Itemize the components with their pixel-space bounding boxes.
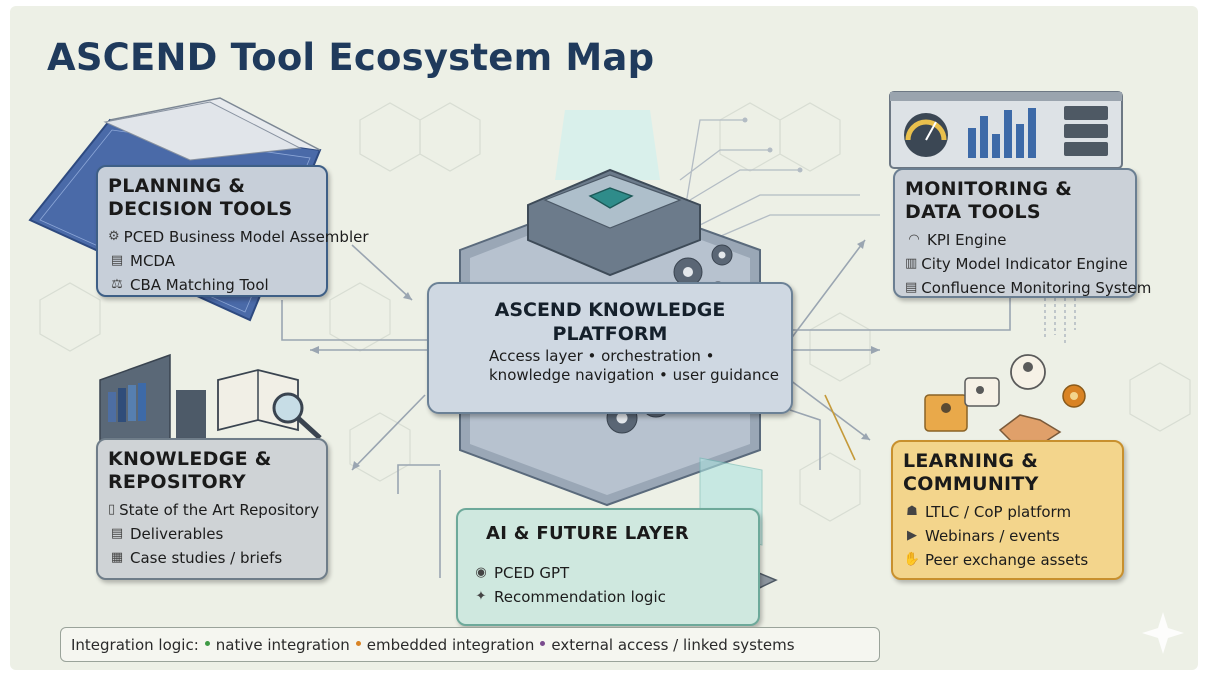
- gear-hubs-top: [683, 251, 726, 277]
- legend-item-native: native integration: [215, 635, 350, 654]
- legend-dot-native: [204, 641, 210, 646]
- planning-card-title: PLANNING & DECISION TOOLS: [108, 175, 316, 221]
- document-icon: ▤: [110, 526, 124, 541]
- legend-dot-embedded: [355, 641, 361, 646]
- knowledge-repository-card: KNOWLEDGE & REPOSITORY ▯State of the Art…: [96, 438, 328, 580]
- gauge-icon: ◠: [908, 232, 920, 247]
- circuit-nodes: [742, 117, 803, 173]
- hex-grid-pattern: [39, 102, 1191, 522]
- list-item: ◠ KPI Engine: [905, 228, 1125, 252]
- knowledge-platform-card: ASCEND KNOWLEDGE PLATFORM Access layer •…: [427, 282, 793, 414]
- list-item: ▤ MCDA: [108, 249, 316, 273]
- monitoring-tool-list: ◠ KPI Engine ▥City Model Indicator Engine…: [905, 228, 1151, 300]
- legend-item-external: external access / linked systems: [551, 635, 795, 654]
- monitoring-title-line2: DATA TOOLS: [905, 201, 1041, 223]
- planning-item-label: MCDA: [130, 252, 175, 270]
- ai-feature-list: ◉ PCED GPT ✦ Recommendation logic: [472, 561, 744, 609]
- processor-chip: [527, 110, 701, 277]
- ai-future-layer-card: AI & FUTURE LAYER ◉ PCED GPT ✦ Recommendat…: [456, 508, 760, 626]
- learning-item-label: Peer exchange assets: [925, 551, 1089, 569]
- knowledge-title-line1: KNOWLEDGE &: [108, 448, 272, 470]
- knowledge-resource-list: ▯State of the Art Repository ▤ Deliverabl…: [108, 498, 320, 570]
- monitoring-item-label: Confluence Monitoring System: [921, 279, 1152, 297]
- planning-decision-tools-card: PLANNING & DECISION TOOLS ⚙PCED Business…: [96, 165, 369, 297]
- gear-icon: ⚙: [108, 229, 120, 244]
- ai-card-title: AI & FUTURE LAYER: [486, 523, 690, 544]
- monitoring-card-title: MONITORING & DATA TOOLS: [905, 178, 1125, 224]
- platform-title-line1: ASCEND KNOWLEDGE: [494, 299, 726, 321]
- data-stream: [1044, 298, 1076, 345]
- platform-description: Access layer • orchestration • knowledge…: [489, 347, 779, 385]
- knowledge-card-title: KNOWLEDGE & REPOSITORY: [108, 448, 316, 494]
- scales-icon: ⚖: [111, 277, 123, 292]
- list-item: ✋ Peer exchange assets: [903, 548, 1112, 572]
- book-icon: ▯: [108, 502, 116, 517]
- clipboard-icon: ▦: [110, 550, 124, 565]
- monitoring-title-line1: MONITORING &: [905, 178, 1073, 200]
- learning-resource-list: ☗LTLC / CoP platform ▶Webinars / events …: [903, 500, 1112, 572]
- list-item: ☗ LTLC / CoP platform: [903, 500, 1112, 524]
- sparkle-watermark-icon: [1142, 612, 1184, 654]
- arrow-heads: [310, 240, 880, 470]
- brain-icon: ◉: [475, 565, 487, 580]
- knowledge-item-label: State of the Art Repository: [119, 501, 320, 519]
- planning-title-line1: PLANNING &: [108, 175, 246, 197]
- list-item: ▶ Webinars / events: [903, 524, 1112, 548]
- list-item: ▦ Case studies / briefs: [108, 546, 316, 570]
- list-item: ⚙PCED Business Model Assembler: [108, 225, 369, 249]
- legend-item-embedded: embedded integration: [366, 635, 535, 654]
- video-icon: ▶: [907, 528, 917, 543]
- ai-item-label: PCED GPT: [494, 564, 570, 582]
- list-item: ▤ Deliverables: [108, 522, 316, 546]
- learning-card-title: LEARNING & COMMUNITY: [903, 450, 1112, 496]
- server-icon: ▤: [905, 280, 918, 295]
- learning-title-line1: LEARNING &: [903, 450, 1039, 472]
- list-item: ▯State of the Art Repository: [108, 498, 320, 522]
- monitoring-data-tools-card: MONITORING & DATA TOOLS ◠ KPI Engine ▥Cit…: [893, 168, 1151, 300]
- knowledge-item-label: Deliverables: [130, 525, 224, 543]
- dashboard-screen-illustration: [889, 91, 1123, 169]
- chart-icon: ▤: [110, 253, 124, 268]
- planning-item-label: CBA Matching Tool: [130, 276, 269, 294]
- monitoring-item-label: KPI Engine: [927, 231, 1007, 249]
- platform-card-title: ASCEND KNOWLEDGE PLATFORM: [429, 298, 791, 346]
- platform-title-line2: PLATFORM: [552, 323, 668, 345]
- ai-item-label: Recommendation logic: [494, 588, 666, 606]
- planning-tool-list: ⚙PCED Business Model Assembler ▤ MCDA ⚖ CB…: [108, 225, 369, 297]
- platform-desc-line2: knowledge navigation • user guidance: [489, 366, 780, 384]
- embedded-connector: [824, 394, 856, 461]
- knowledge-item-label: Case studies / briefs: [130, 549, 283, 567]
- list-item: ▤Confluence Monitoring System: [905, 276, 1151, 300]
- learning-title-line2: COMMUNITY: [903, 473, 1039, 495]
- learning-item-label: Webinars / events: [925, 527, 1060, 545]
- legend-dot-external: [540, 641, 546, 646]
- sparkle-icon: ✦: [475, 589, 487, 604]
- page-title: ASCEND Tool Ecosystem Map: [47, 36, 655, 79]
- city-icon: ▥: [905, 256, 918, 271]
- list-item: ◉ PCED GPT: [472, 561, 744, 585]
- community-illustration: [924, 354, 1086, 446]
- people-icon: ☗: [906, 504, 918, 519]
- integration-legend: Integration logic: native integration em…: [60, 627, 880, 662]
- platform-desc-line1: Access layer • orchestration •: [489, 347, 715, 365]
- list-item: ⚖ CBA Matching Tool: [108, 273, 316, 297]
- learning-community-card: LEARNING & COMMUNITY ☗ LTLC / CoP platfor…: [891, 440, 1124, 580]
- list-item: ▥City Model Indicator Engine: [905, 252, 1128, 276]
- planning-item-label: PCED Business Model Assembler: [123, 228, 369, 246]
- knowledge-title-line2: REPOSITORY: [108, 471, 246, 493]
- legend-prefix: Integration logic:: [71, 635, 199, 654]
- handshake-icon: ✋: [903, 552, 921, 567]
- monitoring-item-label: City Model Indicator Engine: [921, 255, 1128, 273]
- learning-item-label: LTLC / CoP platform: [925, 503, 1072, 521]
- planning-title-line2: DECISION TOOLS: [108, 198, 293, 220]
- list-item: ✦ Recommendation logic: [472, 585, 744, 609]
